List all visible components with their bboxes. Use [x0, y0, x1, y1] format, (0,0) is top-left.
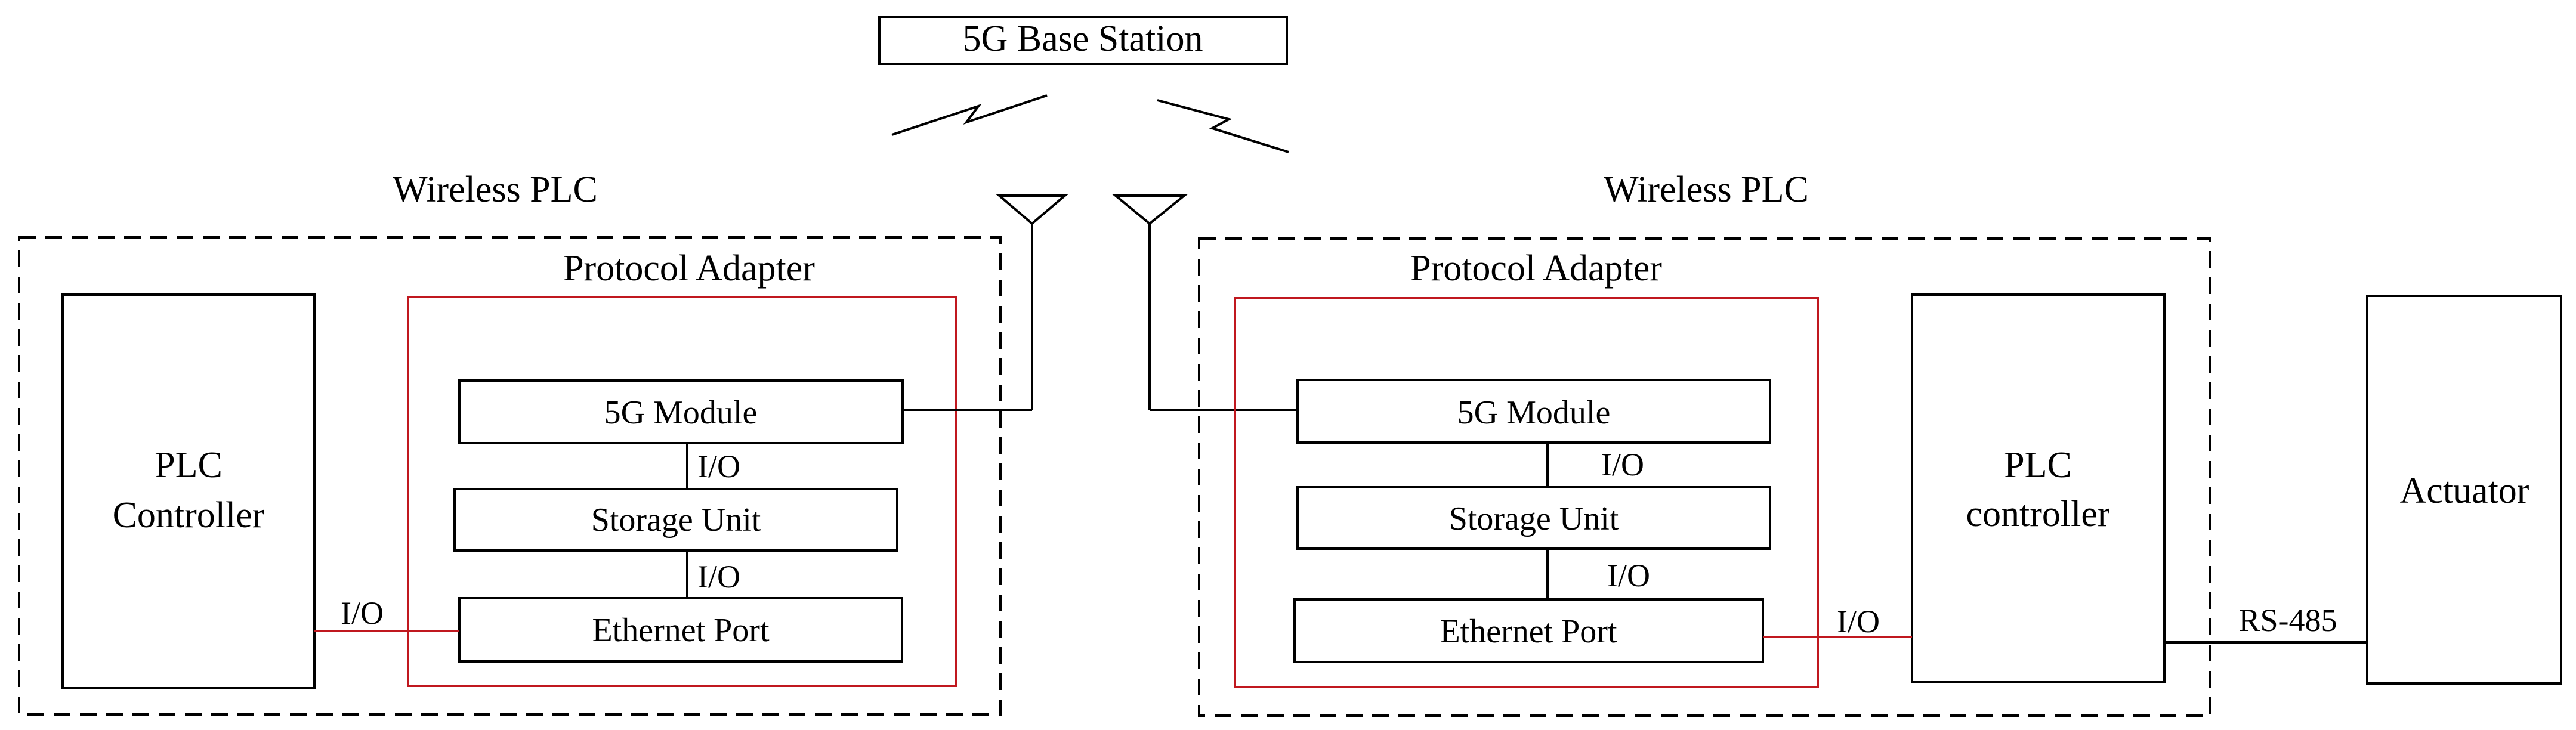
right-ethernet-port-label: Ethernet Port — [1440, 613, 1617, 650]
right-plc-controller-label-1: PLC — [2004, 445, 2072, 485]
left-storage-unit-label: Storage Unit — [591, 502, 761, 539]
left-protocol-adapter-box — [407, 296, 957, 687]
right-io-top-label: I/O — [1601, 447, 1644, 482]
left-plc-controller-box — [61, 293, 316, 689]
right-plc-controller-box — [1911, 293, 2166, 683]
right-plc-controller-label-2: controller — [1966, 494, 2109, 534]
right-storage-unit-label: Storage Unit — [1449, 500, 1619, 537]
right-protocol-adapter-title: Protocol Adapter — [1410, 248, 1662, 289]
wireless-signal-right-icon — [1157, 99, 1289, 153]
right-storage-unit-box — [1296, 486, 1771, 550]
left-wireless-plc-boundary — [18, 236, 1002, 716]
right-5g-module-box — [1296, 379, 1771, 444]
right-wireless-plc-boundary — [1198, 237, 2211, 717]
right-5g-module-label: 5G Module — [1457, 394, 1611, 431]
right-ethernet-port-box — [1293, 598, 1764, 663]
left-plc-controller-label-2: Controller — [113, 495, 265, 536]
left-protocol-adapter-title: Protocol Adapter — [563, 248, 815, 289]
right-io-link-label: I/O — [1837, 604, 1880, 639]
left-wireless-plc-title: Wireless PLC — [393, 169, 598, 210]
right-wireless-plc-title: Wireless PLC — [1604, 169, 1809, 210]
left-io-link-label: I/O — [341, 595, 384, 631]
base-station-box — [878, 16, 1288, 65]
rs485-label: RS-485 — [2238, 602, 2337, 638]
left-5g-module-box — [458, 379, 904, 444]
actuator-box — [2366, 295, 2562, 685]
left-io-mid-label: I/O — [697, 559, 740, 595]
left-5g-module-label: 5G Module — [604, 394, 758, 431]
right-antenna-icon — [1112, 194, 1188, 225]
left-io-top-label: I/O — [697, 448, 740, 484]
base-station-label: 5G Base Station — [963, 18, 1203, 59]
actuator-label: Actuator — [2400, 471, 2529, 511]
right-io-mid-label: I/O — [1607, 558, 1650, 593]
left-antenna-icon — [996, 194, 1068, 225]
left-storage-unit-box — [453, 488, 898, 552]
right-protocol-adapter-box — [1234, 297, 1819, 688]
wireless-signal-left-icon — [891, 94, 1048, 136]
left-plc-controller-label-1: PLC — [155, 445, 223, 485]
left-ethernet-port-label: Ethernet Port — [592, 612, 769, 649]
